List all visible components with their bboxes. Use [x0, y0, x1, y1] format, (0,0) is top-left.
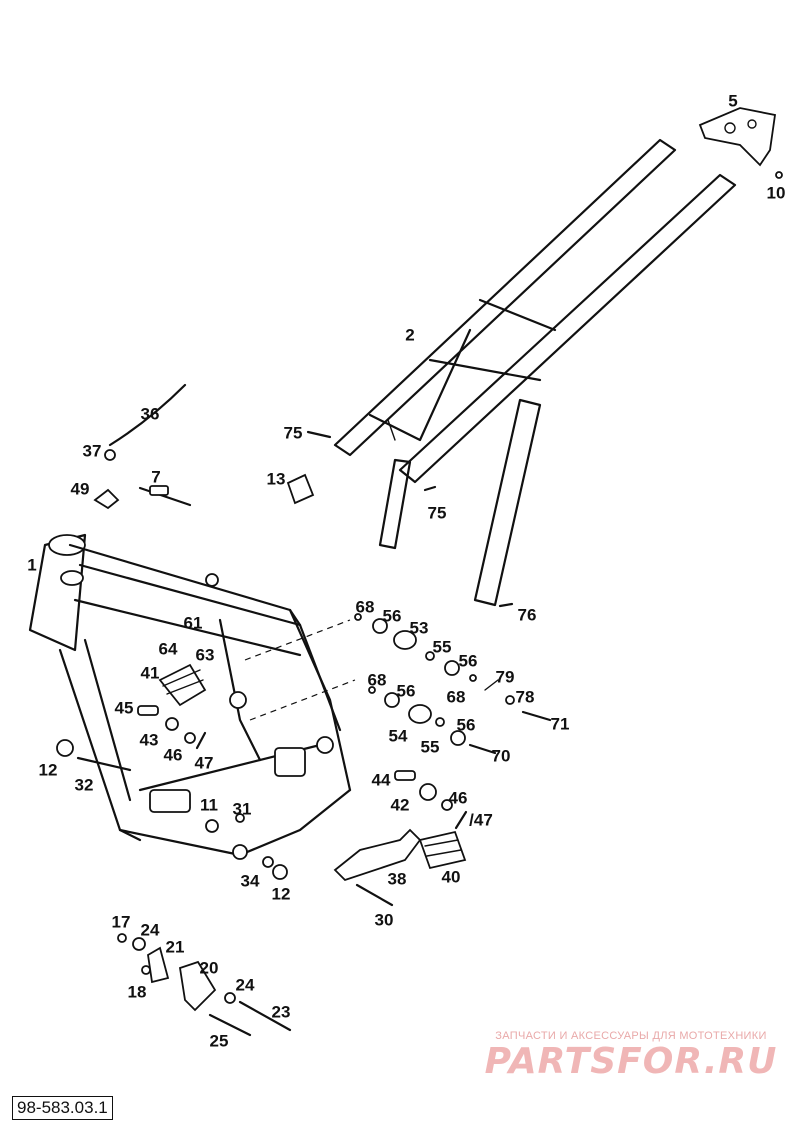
watermark-logo-text: PARTSFOR.RU: [484, 1041, 778, 1082]
diagram-number: 98-583.03.1: [12, 1096, 113, 1120]
callout-68c: 68: [447, 687, 466, 706]
right-footpeg: [333, 770, 468, 907]
watermark-tagline: ЗАПЧАСТИ И АКСЕССУАРЫ ДЛЯ МОТОТЕХНИКИ: [495, 1030, 767, 1042]
callout-44: 44: [372, 770, 391, 789]
callout-2: 2: [405, 325, 414, 344]
callout-12b: 12: [272, 884, 291, 903]
callout-38: 38: [388, 869, 407, 888]
callout-25: 25: [210, 1031, 229, 1050]
callout-17: 17: [112, 912, 131, 931]
left-footpeg: [137, 663, 207, 750]
callout-13: 13: [267, 469, 286, 488]
callout-24b: 24: [236, 975, 255, 994]
callout-76: 76: [518, 605, 537, 624]
engine-mount-bushings: [244, 613, 552, 755]
callout-79: 79: [496, 667, 515, 686]
callout-49: 49: [71, 479, 90, 498]
watermark: ЗАПЧАСТИ И АКСЕССУАРЫ ДЛЯ МОТОТЕХНИКИ PA…: [476, 1030, 786, 1082]
callout-41: 41: [141, 663, 160, 682]
callout-46b: 46: [449, 788, 468, 807]
callout-47a: 47: [195, 753, 214, 772]
side-stand-bracket: [117, 933, 292, 1037]
callout-63: 63: [196, 645, 215, 664]
callout-1: 1: [27, 555, 36, 574]
callout-56c: 56: [397, 681, 416, 700]
subframe: [333, 138, 737, 607]
rear-bracket: [698, 107, 783, 179]
misc-small-parts: [56, 383, 514, 880]
callout-7: 7: [151, 467, 160, 486]
callout-10: 10: [767, 183, 786, 202]
callout-5: 5: [728, 91, 737, 110]
callout-70: 70: [492, 746, 511, 765]
callout-34: 34: [241, 871, 260, 890]
callout-24a: 24: [141, 920, 160, 939]
callout-18: 18: [128, 982, 147, 1001]
main-frame: [28, 533, 352, 860]
callout-68a: 68: [356, 597, 375, 616]
callout-47b: /47: [469, 810, 493, 829]
callout-46a: 46: [164, 745, 183, 764]
callout-11: 11: [200, 795, 218, 814]
callout-64: 64: [159, 639, 178, 658]
callout-32: 32: [75, 775, 94, 794]
callout-53: 53: [410, 618, 429, 637]
callout-55b: 55: [421, 737, 440, 756]
callout-12a: 12: [39, 760, 58, 779]
callout-55a: 55: [433, 637, 452, 656]
callout-71: 71: [551, 714, 570, 733]
callout-20: 20: [200, 958, 219, 977]
callout-75b: 75: [428, 503, 447, 522]
callout-30: 30: [375, 910, 394, 929]
callout-68b: 68: [368, 670, 387, 689]
callout-45: 45: [115, 698, 134, 717]
callout-43: 43: [140, 730, 159, 749]
callout-42: 42: [391, 795, 410, 814]
callout-36: 36: [141, 404, 160, 423]
callout-75a: 75: [284, 423, 303, 442]
callout-21: 21: [166, 937, 185, 956]
callout-31: 31: [233, 799, 252, 818]
callout-56b: 56: [459, 651, 478, 670]
callout-56a: 56: [383, 606, 402, 625]
callout-56d: 56: [457, 715, 476, 734]
callout-37: 37: [83, 441, 102, 460]
callout-61: 61: [184, 613, 203, 632]
callout-23: 23: [272, 1002, 291, 1021]
callout-78: 78: [516, 687, 535, 706]
callout-54: 54: [389, 726, 408, 745]
callout-40: 40: [442, 867, 461, 886]
